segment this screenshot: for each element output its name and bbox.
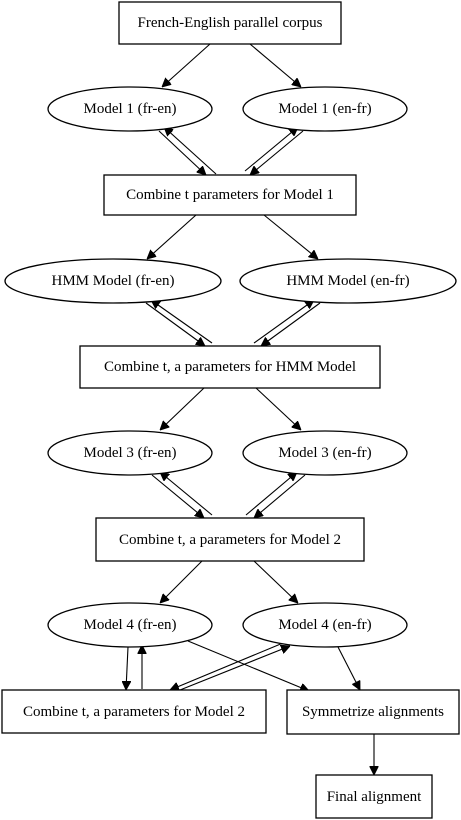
edge-combine-to-m4-fren xyxy=(160,560,203,603)
node-combine-model2-b-label: Combine t, a parameters for Model 2 xyxy=(23,704,245,720)
edge-combine-to-m3-enfr xyxy=(255,387,301,430)
node-model4-fren: Model 4 (fr-en) xyxy=(47,602,213,648)
node-model3-enfr: Model 3 (en-fr) xyxy=(242,430,408,476)
edge-combine-to-m4-enfr xyxy=(253,560,298,603)
edge-combine-to-m3-enfr xyxy=(245,472,297,516)
node-model3-enfr-label: Model 3 (en-fr) xyxy=(278,445,371,461)
node-combine-model2-a: Combine t, a parameters for Model 2 xyxy=(95,517,365,562)
node-combine-model1: Combine t parameters for Model 1 xyxy=(103,174,357,216)
edge-corpus-to-m1-fren xyxy=(162,43,211,87)
node-hmm-fren-label: HMM Model (fr-en) xyxy=(51,273,174,289)
edge-combine-to-m3-fren xyxy=(160,472,213,516)
edge-m4-enfr-to-symmetrize xyxy=(337,646,361,690)
node-model4-enfr-label: Model 4 (en-fr) xyxy=(278,617,371,633)
edge-combine-to-hmm-fren xyxy=(151,300,213,344)
edge-m4-fren-to-combine-b xyxy=(126,646,128,690)
node-corpus-label: French-English parallel corpus xyxy=(138,15,323,31)
node-model4-enfr: Model 4 (en-fr) xyxy=(242,602,408,648)
edge-combine-to-m1-fren xyxy=(164,127,217,175)
node-model1-fren-label: Model 1 (fr-en) xyxy=(84,101,177,117)
node-combine-model2-b: Combine t, a parameters for Model 2 xyxy=(1,689,267,734)
edge-combine-to-m3-fren xyxy=(160,387,205,430)
edge-m3-fren-to-combine xyxy=(151,474,204,518)
node-hmm-enfr: HMM Model (en-fr) xyxy=(239,258,457,304)
edge-m4-enfr-to-combine-b xyxy=(170,642,284,690)
node-model1-enfr-label: Model 1 (en-fr) xyxy=(278,101,371,117)
edge-m1-enfr-to-combine xyxy=(250,130,304,175)
node-combine-hmm: Combine t, a parameters for HMM Model xyxy=(79,345,381,389)
node-hmm-enfr-label: HMM Model (en-fr) xyxy=(286,273,409,289)
edge-combine-b-to-m4-enfr xyxy=(179,646,290,691)
edge-hmm-fren-to-combine xyxy=(145,302,205,346)
node-model3-fren-label: Model 3 (fr-en) xyxy=(84,445,177,461)
edge-m4-fren-to-symmetrize xyxy=(187,640,309,691)
node-model3-fren: Model 3 (fr-en) xyxy=(47,430,213,476)
node-symmetrize: Symmetrize alignments xyxy=(286,689,460,735)
node-corpus: French-English parallel corpus xyxy=(118,1,342,45)
node-combine-hmm-label: Combine t, a parameters for HMM Model xyxy=(104,359,356,375)
node-hmm-fren: HMM Model (fr-en) xyxy=(4,258,222,304)
node-final-alignment: Final alignment xyxy=(315,774,433,819)
node-model4-fren-label: Model 4 (fr-en) xyxy=(84,617,177,633)
node-model1-fren: Model 1 (fr-en) xyxy=(47,86,213,132)
edge-corpus-to-m1-enfr xyxy=(249,43,301,87)
node-combine-model1-label: Combine t parameters for Model 1 xyxy=(126,187,334,203)
edge-hmm-enfr-to-combine xyxy=(261,302,321,346)
edges xyxy=(126,43,374,775)
node-final-alignment-label: Final alignment xyxy=(327,789,422,805)
edge-combine-to-hmm-fren xyxy=(147,214,197,259)
edge-m3-enfr-to-combine xyxy=(254,474,306,518)
edge-combine-to-hmm-enfr xyxy=(253,300,314,344)
node-model1-enfr: Model 1 (en-fr) xyxy=(242,86,408,132)
edge-combine-to-m1-enfr xyxy=(244,127,298,172)
edge-m1-fren-to-combine xyxy=(158,130,206,175)
edge-combine-to-hmm-enfr xyxy=(263,214,318,259)
node-symmetrize-label: Symmetrize alignments xyxy=(302,704,444,720)
node-combine-model2-a-label: Combine t, a parameters for Model 2 xyxy=(119,532,341,548)
